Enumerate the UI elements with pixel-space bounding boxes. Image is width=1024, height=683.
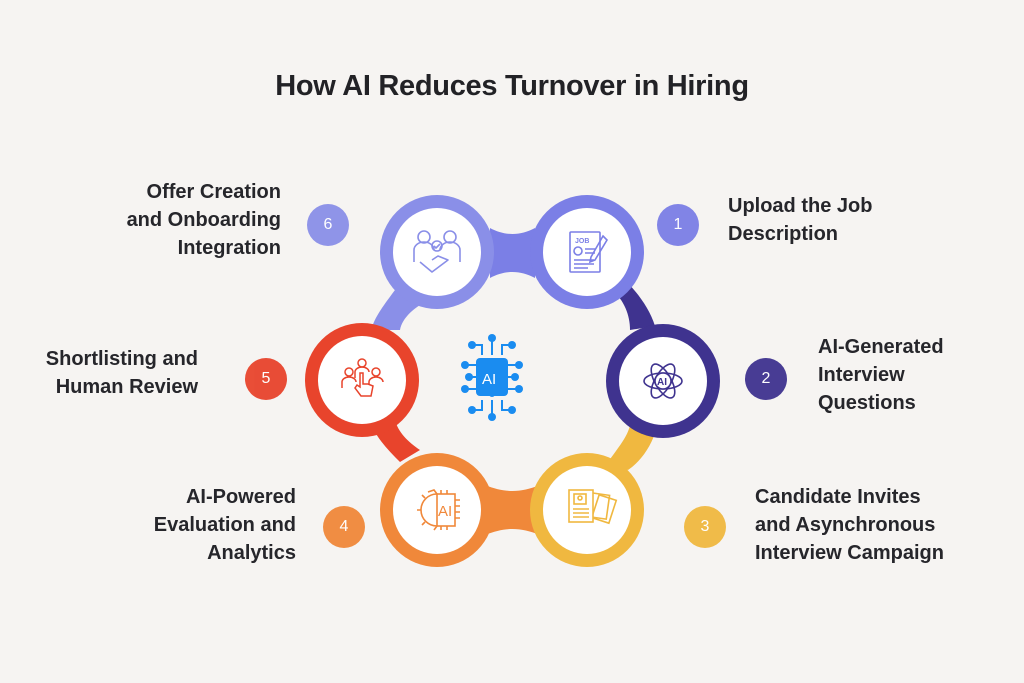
step-5-label: Shortlisting and Human Review [45, 348, 198, 398]
resume-documents-icon [568, 489, 618, 525]
connector-4-to-3 [485, 485, 540, 535]
step-5-badge: 5 [245, 358, 287, 400]
step-1-label: Upload the Job Description [728, 195, 873, 245]
svg-text:AI: AI [438, 503, 452, 520]
job-description-icon: JOB [569, 231, 609, 273]
connector-1-to-6 [490, 228, 535, 278]
ai-chip-text: AI [482, 371, 496, 388]
ai-atom-icon: AI [643, 363, 683, 399]
step-4-node: AI [380, 453, 494, 567]
step-6-node [380, 195, 494, 309]
step-4-badge: 4 [323, 506, 365, 548]
step-6-badge: 6 [307, 204, 349, 246]
step-3-label: Candidate Invites and Asynchronous Inter… [755, 486, 944, 564]
step-1-badge: 1 [657, 204, 699, 246]
step-3-badge: 3 [684, 506, 726, 548]
ai-gear-icon: AI [417, 489, 460, 531]
step-2-badge: 2 [745, 358, 787, 400]
select-candidate-icon [341, 358, 384, 397]
connector-3-to-2 [608, 425, 655, 470]
step-3-node [530, 453, 644, 567]
step-5-node [305, 323, 419, 437]
step-1-node: JOB [530, 195, 644, 309]
svg-text:JOB: JOB [575, 238, 589, 245]
ai-chip-icon: AI [461, 334, 523, 421]
handshake-icon [413, 230, 461, 273]
step-6-label: Offer Creation and Onboarding Integratio… [126, 181, 281, 259]
step-2-label: AI-Generated Interview Questions [818, 336, 944, 414]
step-2-node: AI [606, 324, 720, 438]
step-4-label: AI-Powered Evaluation and Analytics [153, 486, 296, 564]
page-title: How AI Reduces Turnover in Hiring [275, 70, 749, 102]
svg-text:AI: AI [657, 377, 667, 388]
